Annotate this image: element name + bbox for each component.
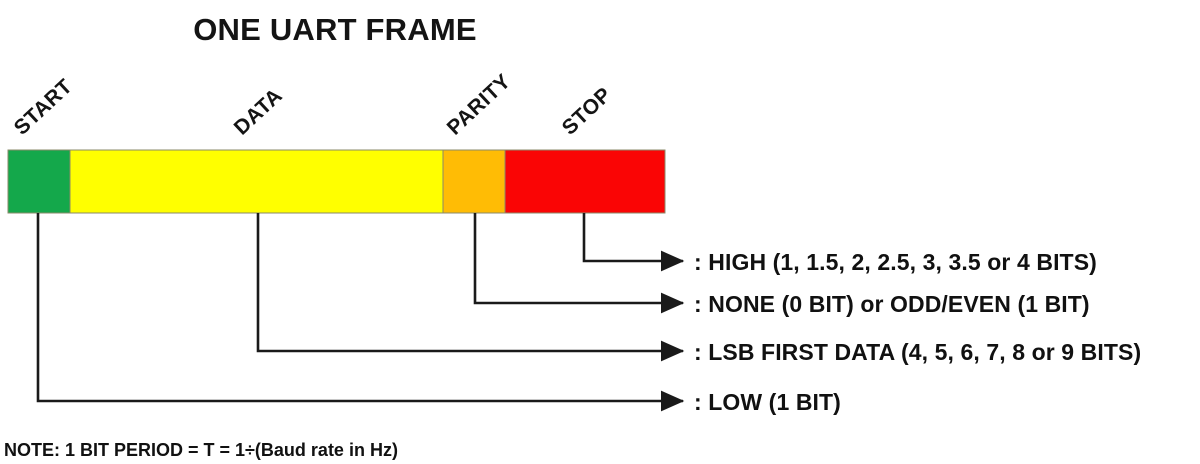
leader-line-data: [256, 213, 685, 362]
annotation-data: : LSB FIRST DATA (4, 5, 6, 7, 8 or 9 BIT…: [694, 339, 1141, 365]
footer-note: NOTE: 1 BIT PERIOD = T = 1÷(Baud rate in…: [4, 440, 398, 460]
annotation-stop: : HIGH (1, 1.5, 2, 2.5, 3, 3.5 or 4 BITS…: [694, 249, 1097, 275]
annotation-parity: : NONE (0 BIT) or ODD/EVEN (1 BIT): [694, 291, 1090, 317]
annotation-start: : LOW (1 BIT): [694, 389, 841, 415]
frame-segment-data: [69, 149, 444, 214]
frame-segment-parity: [442, 149, 506, 214]
segment-label-data: DATA: [230, 84, 287, 140]
page-title: ONE UART FRAME: [193, 12, 477, 47]
segment-label-start: START: [10, 75, 77, 140]
frame-segment-start: [7, 149, 71, 214]
leader-line-parity: [473, 213, 685, 314]
segment-label-parity: PARITY: [443, 70, 516, 140]
leader-line-stop: [582, 213, 685, 272]
leader-line-start: [36, 213, 685, 412]
frame-segment-stop: [504, 149, 666, 214]
segment-label-stop: STOP: [558, 83, 616, 140]
